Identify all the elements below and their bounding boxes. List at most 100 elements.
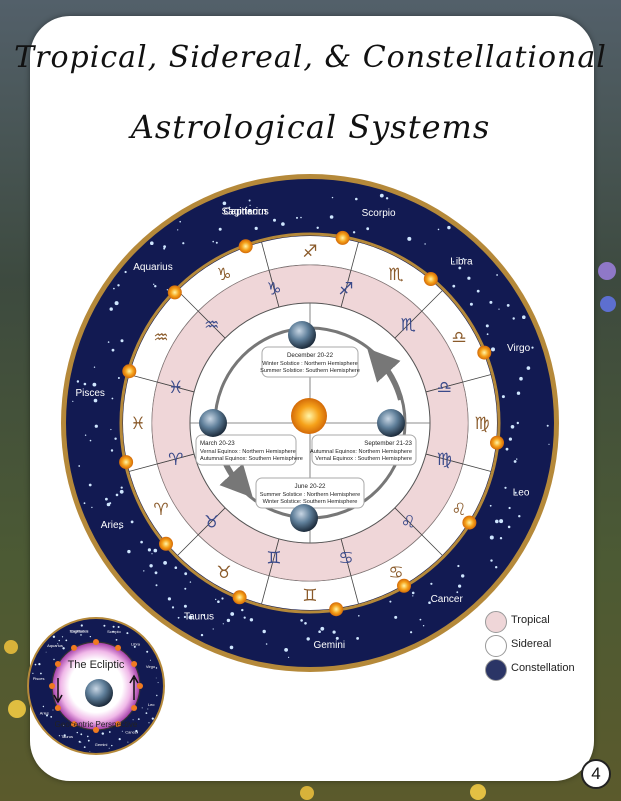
star-dot [458,584,462,588]
inset-star-dot [156,694,158,697]
ring-spoke [425,374,491,393]
inset-sun-marker [137,683,143,689]
inset-star-dot [32,672,34,675]
background-flower [4,640,18,654]
star-dot [222,623,224,625]
inset-star-dot [52,635,56,638]
sidereal-glyph: ♊ [302,586,317,606]
inset-label-capricorn: Capricorn [70,629,87,634]
inset-label-aries: Aries [40,710,49,715]
inset-sun-marker [115,644,121,651]
star-dot [512,317,515,320]
december-date: December 20-22 [287,352,334,359]
star-dot [458,266,462,270]
legend-tropical: Tropical [485,611,605,633]
star-dot [531,346,534,349]
star-dot [130,520,134,524]
sun-marker-icon [462,515,477,530]
star-dot [522,315,526,320]
constellation-label-gemini: Gemini [313,640,345,651]
legend-sidereal-label: Sidereal [511,638,552,650]
tropical-glyph: ♎ [437,378,452,398]
star-dot [504,486,507,489]
inset-label-cancer: Cancer [125,730,139,735]
sidereal-glyph: ♈ [153,500,168,520]
star-dot [467,276,471,280]
inset-star-dot [126,632,129,635]
star-dot [508,437,512,441]
star-dot [183,615,186,619]
constellation-label-libra: Libra [450,257,473,268]
star-dot [171,606,175,609]
star-dot [113,287,115,290]
inset-star-dot [58,639,60,642]
star-dot [499,537,503,540]
star-dot [120,339,124,343]
star-dot [163,247,166,250]
star-dot [117,377,120,379]
star-dot [316,226,319,229]
inset-sun-marker [93,639,99,645]
inset-star-dot [111,744,113,747]
inset-star-dot [149,659,151,661]
inset-label-pisces: Pisces [33,676,45,681]
earth-march-icon [199,409,227,437]
tropical-glyph: ♒ [204,316,219,336]
inset-star-dot [53,658,55,661]
tropical-glyph: ♊ [266,548,281,568]
star-dot [335,636,339,640]
star-dot [147,548,151,552]
inset-star-dot [87,735,89,738]
inset-sun-marker [54,705,61,711]
inset-sun-marker [49,683,55,689]
ring-spoke [394,290,443,339]
inset-star-dot [34,663,37,666]
inset-star-dot [155,677,157,679]
background-flower [598,262,616,280]
star-dot [188,615,193,620]
ring-spoke [425,453,491,472]
inset-star-dot [38,663,41,666]
tropical-glyph: ♐ [338,280,353,300]
star-dot [109,502,112,505]
sun-marker-icon [335,230,350,245]
legend-sidereal: Sidereal [485,635,605,657]
star-dot [154,285,157,288]
inset-star-dot [135,729,138,733]
sidereal-glyph: ♐ [302,242,317,262]
inset-star-dot [103,624,106,627]
inset-star-dot [89,751,91,752]
star-dot [507,525,511,529]
tropical-glyph: ♉ [204,512,219,532]
star-dot [428,601,431,604]
star-dot [215,598,217,601]
star-dot [72,400,74,402]
star-dot [83,382,87,386]
star-dot [422,625,425,627]
inset-star-dot [80,741,82,743]
orbit-arrow-right [367,348,402,401]
star-dot [91,506,93,509]
constellation-label-aquarius: Aquarius [133,262,172,273]
star-dot [452,261,455,263]
inset-star-dot [61,636,64,638]
star-dot [167,597,171,601]
star-dot [249,618,254,622]
sun-marker-icon [477,345,492,360]
star-dot [189,581,192,583]
star-dot [153,283,155,285]
inset-star-dot [117,626,120,628]
constellation-label-taurus: Taurus [184,611,214,622]
inset-sun-marker [71,644,77,651]
constellation-label-scorpio: Scorpio [362,208,396,219]
inset-star-dot [108,731,111,733]
ring-spoke [261,242,280,308]
inset-sun-marker [71,721,77,728]
earth-september-icon [377,409,405,437]
inset-label-leo: Leo [148,702,155,707]
inset-star-dot [101,732,105,735]
legend-sidereal-swatch [485,635,507,657]
star-dot [457,564,460,568]
star-dot [107,341,110,343]
sidereal-glyph: ♏ [388,265,403,285]
